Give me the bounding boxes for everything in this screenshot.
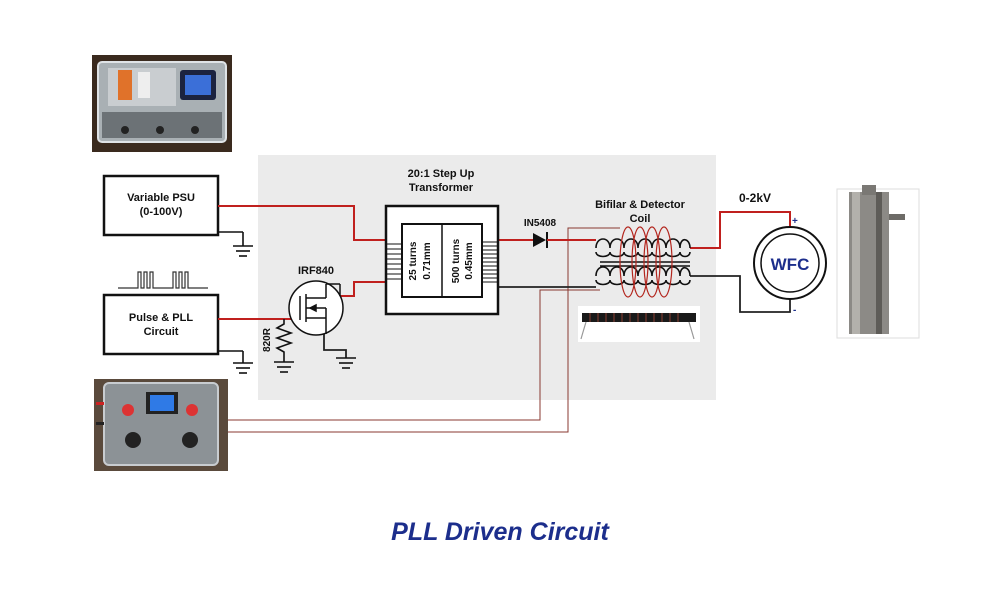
primary-wire-label: 0.71mm <box>422 242 433 279</box>
ground-symbol <box>336 357 356 369</box>
detector-coil-loops <box>619 226 673 298</box>
secondary-turns-label: 500 turns <box>451 238 462 283</box>
mosfet-symbol <box>288 280 344 336</box>
wfc-return-wire <box>690 275 791 313</box>
source-ground-wire <box>323 334 347 358</box>
bifilar-coil <box>595 238 691 286</box>
wfc-label: WFC <box>771 255 810 274</box>
psu-label-line1: Variable PSU <box>127 192 195 204</box>
bifilar-coil-photo <box>578 306 700 342</box>
diode-symbol <box>533 232 596 248</box>
plus-terminal: + <box>792 216 798 227</box>
resistor-symbol <box>274 319 294 373</box>
diode-label: IN5408 <box>524 218 557 229</box>
transformer-title-line2: Transformer <box>409 182 474 194</box>
pulse-waveform <box>118 271 208 289</box>
transformer <box>384 204 500 316</box>
ground-symbol <box>218 350 253 374</box>
detector-wire <box>228 227 620 433</box>
coil-label-line1: Bifilar & Detector <box>595 199 686 211</box>
psu-block <box>102 174 220 237</box>
detector-wire <box>228 289 600 421</box>
pll-block <box>102 293 220 356</box>
resistor-label: 820R <box>262 327 273 352</box>
secondary-wire-label: 0.45mm <box>464 242 475 279</box>
ground-symbol <box>218 231 253 257</box>
drain-wire <box>340 281 386 297</box>
mosfet-label: IRF840 <box>298 265 334 277</box>
psu-positive-wire <box>218 205 386 241</box>
minus-terminal: - <box>793 305 796 316</box>
coil-output-wire <box>690 211 791 249</box>
primary-turns-label: 25 turns <box>408 241 419 280</box>
page-title: PLL Driven Circuit <box>391 518 609 546</box>
wfc-cylinder-photo <box>836 185 920 339</box>
psu-enclosure-photo <box>92 55 232 152</box>
voltage-label: 0-2kV <box>739 191 771 205</box>
pll-label-line1: Pulse & PLL <box>129 312 193 324</box>
transformer-title-line1: 20:1 Step Up <box>408 168 475 180</box>
coil-label-line2: Coil <box>630 213 651 225</box>
pll-controller-photo <box>94 379 228 471</box>
psu-label-line2: (0-100V) <box>140 206 183 218</box>
wfc-symbol <box>753 226 827 300</box>
pll-label-line2: Circuit <box>144 326 179 338</box>
